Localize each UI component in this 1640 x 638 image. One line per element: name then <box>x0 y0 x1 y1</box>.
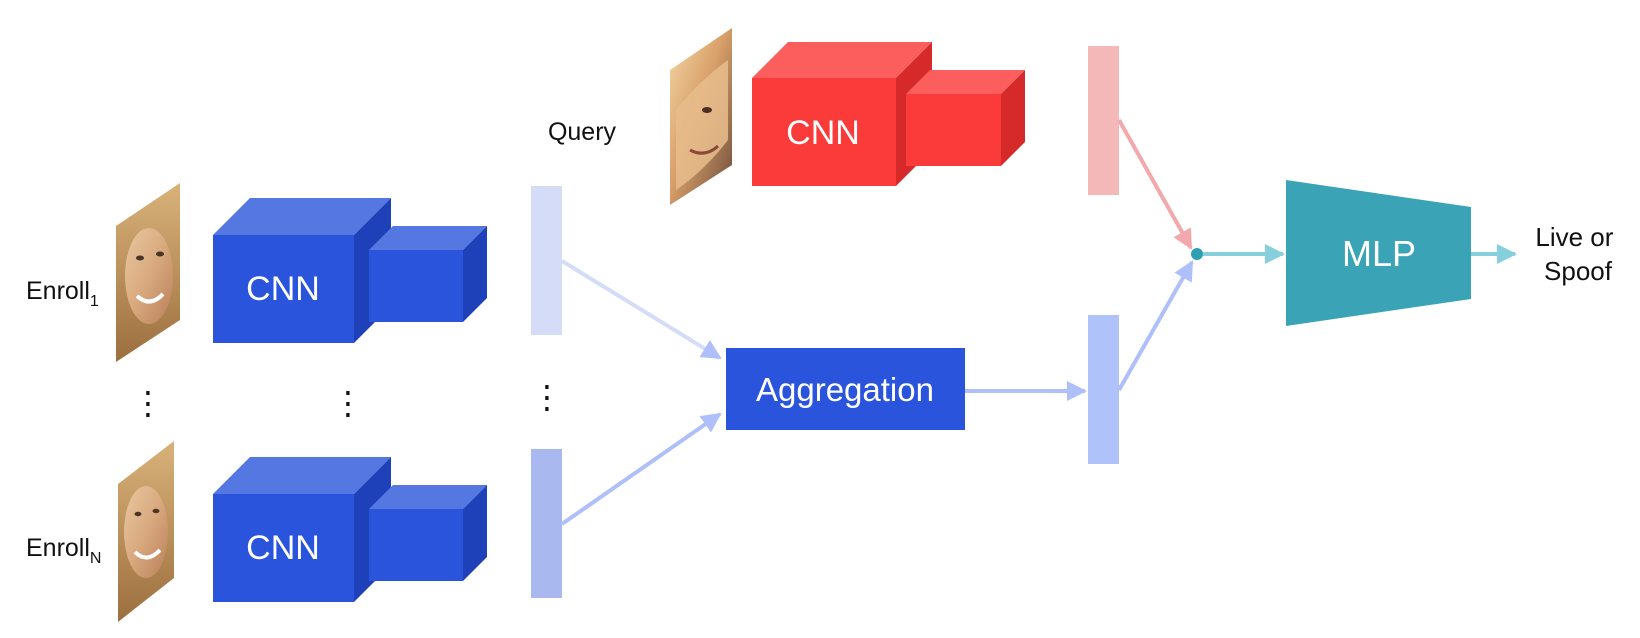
query-label: Query <box>548 118 617 146</box>
enroll-n-label: EnrollN <box>26 534 101 567</box>
feature-vector-aggregated <box>1088 315 1119 464</box>
ellipsis-cnns: ⋮ <box>332 385 364 421</box>
mlp-block: MLP <box>1286 180 1471 326</box>
feature-vector-enroll-n <box>531 449 562 598</box>
enroll-n-face-image <box>118 441 174 622</box>
query-face-image <box>670 28 732 205</box>
mlp-label: MLP <box>1342 233 1416 274</box>
feature-vector-enroll-1 <box>531 186 562 335</box>
fusion-dot <box>1191 248 1203 260</box>
arrow-enroll-n-to-aggregation <box>560 412 722 526</box>
cnn-enroll-n-label: CNN <box>246 529 320 567</box>
output-label: Live or Spoof <box>1535 222 1620 286</box>
cnn-query-block: CNN <box>752 42 1025 186</box>
enroll-1-label: Enroll1 <box>26 277 99 310</box>
arrow-enroll-1-to-aggregation <box>560 259 722 360</box>
cnn-enroll-n-block: CNN <box>213 457 487 602</box>
cnn-query-label: CNN <box>786 114 860 152</box>
ellipsis-features: ⋮ <box>531 379 563 415</box>
arrow-agg-feature-to-fusion <box>1117 260 1194 391</box>
feature-vector-query <box>1088 46 1119 195</box>
aggregation-label: Aggregation <box>756 371 934 408</box>
ellipsis-faces: ⋮ <box>132 385 164 421</box>
cnn-enroll-1-block: CNN <box>213 198 487 343</box>
arrow-query-feature-to-fusion <box>1117 119 1193 250</box>
cnn-enroll-1-label: CNN <box>246 270 320 308</box>
enroll-1-face-image <box>116 183 180 362</box>
aggregation-block: Aggregation <box>726 348 965 430</box>
